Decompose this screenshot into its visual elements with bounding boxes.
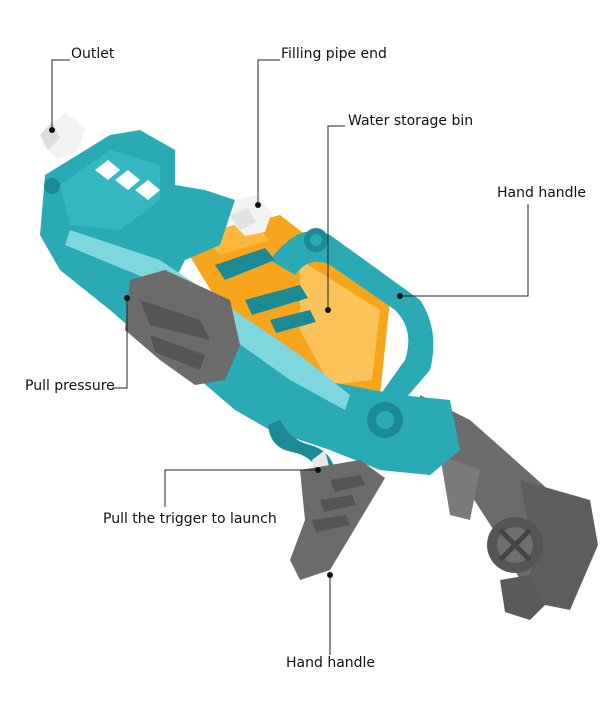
- leader-hand-handle-top: [400, 204, 529, 297]
- trigger-grip: [268, 420, 385, 580]
- label-hand-handle-top: Hand handle: [497, 185, 587, 201]
- leader-pull-pressure: [112, 298, 128, 389]
- leader-dots: [49, 127, 403, 578]
- pull-pressure-pump: [125, 270, 240, 385]
- label-outlet: Outlet: [71, 46, 115, 62]
- leader-filling-pipe-end: [257, 59, 280, 205]
- label-hand-handle-bottom: Hand handle: [286, 655, 376, 671]
- leader-pull-trigger: [164, 469, 318, 507]
- label-water-storage-bin: Water storage bin: [348, 113, 474, 129]
- leader-lines: [51, 59, 529, 655]
- label-pull-pressure: Pull pressure: [25, 378, 115, 394]
- gun-stock: [420, 395, 598, 620]
- label-pull-trigger: Pull the trigger to launch: [103, 511, 277, 527]
- filling-pipe-cap: [230, 195, 272, 236]
- leader-water-storage-bin: [327, 125, 345, 310]
- label-filling-pipe-end: Filling pipe end: [281, 46, 387, 62]
- outlet-nozzle: [40, 112, 85, 160]
- leader-outlet: [51, 59, 70, 130]
- hand-handle-top: [270, 228, 434, 405]
